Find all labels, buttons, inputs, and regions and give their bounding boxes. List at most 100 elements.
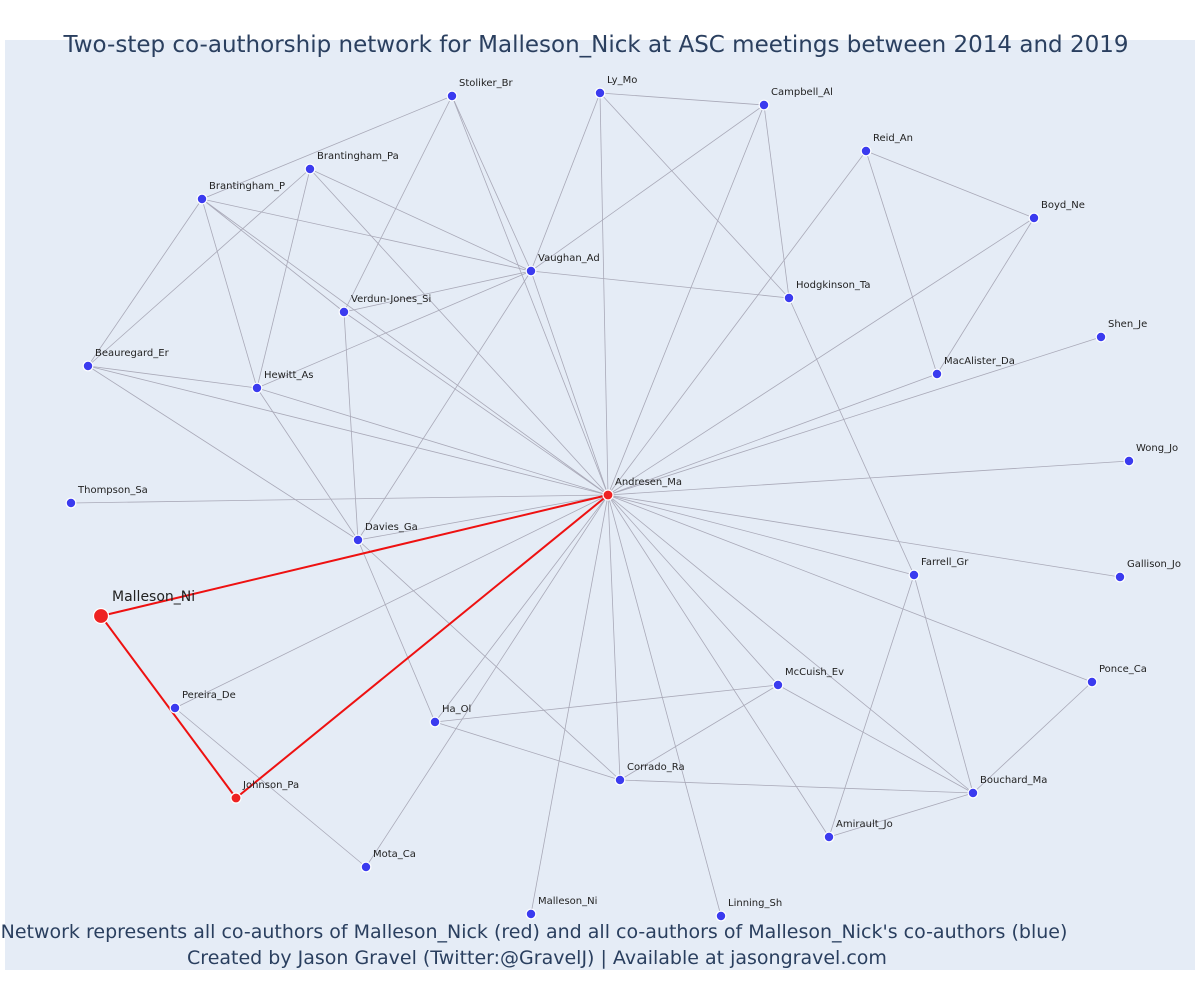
node-label-Ha_Ol: Ha_Ol	[442, 704, 471, 715]
edge-Corrado_Ra--Bouchard_Ma	[619, 779, 974, 794]
edge-Andresen_Ma--Reid_An	[607, 150, 867, 496]
edge-Vaughan_Ad--Hodgkinson_Ta	[530, 270, 790, 299]
node-Corrado_Ra[interactable]	[614, 774, 626, 786]
edge-Andresen_Ma--Vaughan_Ad	[530, 270, 609, 496]
edge-Andresen_Ma--Brantingham_Pa	[309, 168, 609, 496]
edge-Bouchard_Ma--Amirault_Jo	[828, 792, 974, 838]
node-Vaughan_Ad[interactable]	[525, 265, 537, 277]
edge-Ha_Ol--McCuish_Ev	[434, 684, 779, 723]
edges-layer	[70, 92, 1130, 917]
node-label-Ly_Mo: Ly_Mo	[607, 75, 637, 86]
edge-Davies_Ga--Ha_Ol	[357, 539, 436, 723]
edge-McCuish_Ev--Bouchard_Ma	[777, 684, 974, 794]
node-label-Amirault_Jo: Amirault_Jo	[836, 819, 893, 830]
node-label-MacAlister_Da: MacAlister_Da	[944, 356, 1015, 367]
edge-Ponce_Ca--Bouchard_Ma	[972, 681, 1093, 794]
edge-Brantingham_Pa--Vaughan_Ad	[309, 168, 532, 272]
node-Boyd_Ne[interactable]	[1028, 212, 1040, 224]
node-Wong_Jo[interactable]	[1123, 455, 1135, 467]
node-Farrell_Gr[interactable]	[908, 569, 920, 581]
node-Reid_An[interactable]	[860, 145, 872, 157]
edge-Ly_Mo--Vaughan_Ad	[530, 92, 601, 272]
node-Verdun-Jones_Si[interactable]	[338, 306, 350, 318]
node-label-Davies_Ga: Davies_Ga	[365, 522, 418, 533]
node-Brantingham_P[interactable]	[196, 193, 208, 205]
node-Thompson_Sa[interactable]	[65, 497, 77, 509]
edge-Andresen_Ma--Campbell_Al	[607, 104, 765, 496]
node-Gallison_Jo[interactable]	[1114, 571, 1126, 583]
node-Ly_Mo[interactable]	[594, 87, 606, 99]
edge-Andresen_Ma--Corrado_Ra	[607, 494, 621, 781]
node-Campbell_Al[interactable]	[758, 99, 770, 111]
edge-Andresen_Ma--Pereira_De	[174, 494, 609, 709]
edge-Stoliker_Br--Brantingham_P	[201, 95, 453, 200]
edge-Reid_An--Boyd_Ne	[865, 150, 1035, 219]
node-label-Beauregard_Er: Beauregard_Er	[95, 348, 170, 359]
node-Hodgkinson_Ta[interactable]	[783, 292, 795, 304]
node-Malleson_Ni_focal[interactable]	[92, 607, 110, 625]
node-Johnson_Pa[interactable]	[230, 792, 242, 804]
node-Mota_Ca[interactable]	[360, 861, 372, 873]
node-Linning_Sh[interactable]	[715, 910, 727, 922]
node-Ha_Ol[interactable]	[429, 716, 441, 728]
node-Andresen_Ma[interactable]	[602, 489, 614, 501]
node-Davies_Ga[interactable]	[352, 534, 364, 546]
node-label-Hodgkinson_Ta: Hodgkinson_Ta	[796, 280, 871, 291]
node-Pereira_De[interactable]	[169, 702, 181, 714]
node-Beauregard_Er[interactable]	[82, 360, 94, 372]
node-label-Hewitt_As: Hewitt_As	[264, 370, 314, 381]
edge-Campbell_Al--Vaughan_Ad	[530, 104, 765, 272]
node-label-Campbell_Al: Campbell_Al	[771, 87, 833, 98]
highlight-edge-Malleson_Ni_focal--Andresen_Ma	[100, 494, 609, 617]
edge-Vaughan_Ad--Davies_Ga	[357, 270, 532, 541]
edge-Andresen_Ma--Ponce_Ca	[607, 494, 1093, 683]
edge-Andresen_Ma--Beauregard_Er	[87, 365, 609, 496]
node-label-Boyd_Ne: Boyd_Ne	[1041, 200, 1085, 211]
caption-line-1: Network represents all co-authors of Mal…	[1, 921, 1068, 943]
node-label-Brantingham_P: Brantingham_P	[209, 181, 285, 192]
edge-Andresen_Ma--McCuish_Ev	[607, 494, 779, 686]
edge-Andresen_Ma--Shen_Je	[607, 336, 1102, 496]
edge-Brantingham_Pa--Beauregard_Er	[87, 168, 311, 367]
edge-Reid_An--MacAlister_Da	[865, 150, 938, 375]
node-Shen_Je[interactable]	[1095, 331, 1107, 343]
edge-Brantingham_P--Beauregard_Er	[87, 198, 203, 367]
edge-Andresen_Ma--Stoliker_Br	[451, 95, 609, 496]
node-label-Corrado_Ra: Corrado_Ra	[627, 762, 685, 773]
edge-Andresen_Ma--Wong_Jo	[607, 460, 1130, 496]
figure-title: Two-step co-authorship network for Malle…	[63, 32, 1129, 58]
node-label-Brantingham_Pa: Brantingham_Pa	[317, 151, 399, 162]
edge-Andresen_Ma--Malleson_Ni_2	[530, 494, 609, 915]
edge-Andresen_Ma--Hewitt_As	[256, 387, 609, 496]
edge-Andresen_Ma--Ha_Ol	[434, 494, 609, 723]
edge-Ly_Mo--Campbell_Al	[599, 92, 765, 106]
node-Malleson_Ni_2[interactable]	[525, 908, 537, 920]
node-Ponce_Ca[interactable]	[1086, 676, 1098, 688]
node-Amirault_Jo[interactable]	[823, 831, 835, 843]
edge-McCuish_Ev--Corrado_Ra	[619, 684, 779, 781]
edge-Brantingham_P--Vaughan_Ad	[201, 198, 532, 272]
edge-Vaughan_Ad--Hewitt_As	[256, 270, 532, 389]
node-label-Andresen_Ma: Andresen_Ma	[615, 477, 682, 488]
node-label-Verdun-Jones_Si: Verdun-Jones_Si	[351, 294, 431, 305]
edge-Andresen_Ma--Brantingham_P	[201, 198, 609, 496]
node-MacAlister_Da[interactable]	[931, 368, 943, 380]
node-Stoliker_Br[interactable]	[446, 90, 458, 102]
node-label-Bouchard_Ma: Bouchard_Ma	[980, 775, 1047, 786]
node-label-Thompson_Sa: Thompson_Sa	[77, 485, 148, 496]
node-Brantingham_Pa[interactable]	[304, 163, 316, 175]
edge-Davies_Ga--Corrado_Ra	[357, 539, 621, 781]
edge-Ha_Ol--Corrado_Ra	[434, 721, 621, 781]
node-Hewitt_As[interactable]	[251, 382, 263, 394]
edge-Hewitt_As--Davies_Ga	[256, 387, 359, 541]
node-label-Mota_Ca: Mota_Ca	[373, 849, 416, 860]
edge-Andresen_Ma--Amirault_Jo	[607, 494, 830, 838]
edge-Farrell_Gr--Amirault_Jo	[828, 574, 915, 838]
node-McCuish_Ev[interactable]	[772, 679, 784, 691]
highlight-edges-layer	[100, 494, 609, 799]
edge-Ly_Mo--Hodgkinson_Ta	[599, 92, 790, 299]
node-Bouchard_Ma[interactable]	[967, 787, 979, 799]
edge-Andresen_Ma--Mota_Ca	[365, 494, 609, 868]
node-label-Wong_Jo: Wong_Jo	[1136, 443, 1178, 454]
